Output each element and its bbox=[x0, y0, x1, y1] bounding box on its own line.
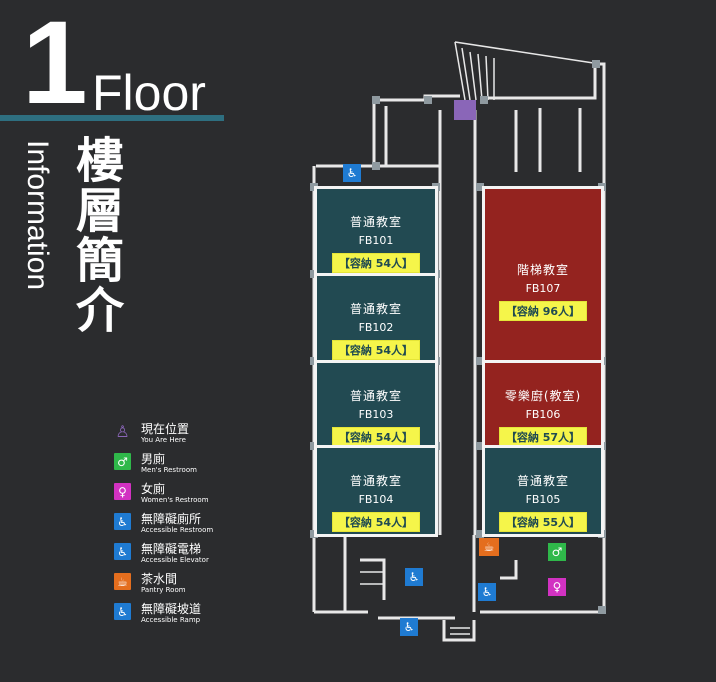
legend-label: 現在位置 bbox=[141, 422, 190, 436]
room-fb104[interactable]: 普通教室 FB104 【容納 54人】 bbox=[314, 445, 438, 537]
room-fb101[interactable]: 普通教室 FB101 【容納 54人】 bbox=[314, 186, 438, 276]
room-code: FB106 bbox=[525, 408, 561, 421]
title-underline bbox=[0, 115, 224, 121]
floor-word: Floor bbox=[92, 65, 206, 121]
you-are-here-icon: ♙ bbox=[115, 422, 130, 441]
accessible-ramp-icon: ♿ bbox=[343, 164, 361, 182]
mens-restroom-icon: ♂ bbox=[548, 543, 566, 561]
legend-label: 無障礙廁所 bbox=[141, 512, 202, 526]
room-capacity: 【容納 54人】 bbox=[331, 512, 421, 532]
room-capacity: 【容納 55人】 bbox=[498, 512, 588, 532]
legend-sublabel: Accessible Restroom bbox=[141, 526, 214, 534]
floor-intro-heading: 樓 層 簡 介 bbox=[68, 136, 132, 336]
mens-restroom-icon: ♂ bbox=[114, 453, 131, 470]
legend-sublabel: Men's Restroom bbox=[141, 466, 197, 474]
legend-sublabel: Accessible Elevator bbox=[141, 556, 209, 564]
zh-char: 簡 bbox=[75, 233, 124, 289]
room-code: FB102 bbox=[358, 321, 394, 334]
you-are-here-icon bbox=[454, 100, 476, 120]
accessible-elevator-icon: ♿ bbox=[405, 568, 423, 586]
room-fb103[interactable]: 普通教室 FB103 【容納 54人】 bbox=[314, 360, 438, 448]
floor-number: 1 bbox=[22, 0, 88, 129]
zh-char: 樓 bbox=[75, 133, 124, 189]
legend-label: 男廁 bbox=[141, 452, 166, 466]
legend-label: 無障礙電梯 bbox=[141, 542, 202, 556]
room-name: 普通教室 bbox=[349, 302, 402, 316]
accessible-elevator-icon: ♿ bbox=[114, 543, 131, 560]
accessible-restroom-icon: ♿ bbox=[478, 583, 496, 601]
room-name: 普通教室 bbox=[349, 215, 402, 229]
room-fb107[interactable]: 階梯教室 FB107 【容納 96人】 bbox=[482, 186, 604, 363]
room-capacity: 【容納 54人】 bbox=[331, 253, 421, 273]
room-code: FB101 bbox=[358, 234, 394, 247]
room-code: FB104 bbox=[358, 493, 394, 506]
accessible-ramp-icon: ♿ bbox=[114, 603, 131, 620]
room-name: 普通教室 bbox=[516, 474, 569, 488]
legend-label: 無障礙坡道 bbox=[141, 602, 202, 616]
pantry-room-icon: ☕ bbox=[114, 573, 131, 590]
womens-restroom-icon: ♀ bbox=[548, 578, 566, 596]
womens-restroom-icon: ♀ bbox=[114, 483, 131, 500]
room-capacity: 【容納 54人】 bbox=[331, 340, 421, 360]
legend-label: 茶水間 bbox=[141, 572, 178, 586]
room-name: 普通教室 bbox=[349, 389, 402, 403]
room-fb105[interactable]: 普通教室 FB105 【容納 55人】 bbox=[482, 445, 604, 537]
room-code: FB105 bbox=[525, 493, 561, 506]
pantry-room-icon: ☕ bbox=[479, 538, 499, 556]
legend-sublabel: Accessible Ramp bbox=[141, 616, 201, 624]
legend-sublabel: Pantry Room bbox=[141, 586, 186, 594]
accessible-ramp-icon: ♿ bbox=[400, 618, 418, 636]
zh-char: 介 bbox=[75, 283, 124, 339]
room-capacity: 【容納 57人】 bbox=[498, 427, 588, 447]
legend-sublabel: Women's Restroom bbox=[141, 496, 209, 504]
accessible-restroom-icon: ♿ bbox=[114, 513, 131, 530]
room-fb106[interactable]: 零樂廚(教室) FB106 【容納 57人】 bbox=[482, 360, 604, 448]
room-name: 普通教室 bbox=[349, 474, 402, 488]
room-code: FB103 bbox=[358, 408, 394, 421]
room-code: FB107 bbox=[525, 282, 561, 295]
legend-sublabel: You Are Here bbox=[141, 436, 186, 444]
legend-label: 女廁 bbox=[141, 482, 166, 496]
room-capacity: 【容納 96人】 bbox=[498, 301, 588, 321]
room-name: 階梯教室 bbox=[516, 263, 569, 277]
room-name: 零樂廚(教室) bbox=[504, 389, 582, 403]
room-fb102[interactable]: 普通教室 FB102 【容納 54人】 bbox=[314, 273, 438, 363]
zh-char: 層 bbox=[75, 183, 124, 239]
room-capacity: 【容納 54人】 bbox=[331, 427, 421, 447]
